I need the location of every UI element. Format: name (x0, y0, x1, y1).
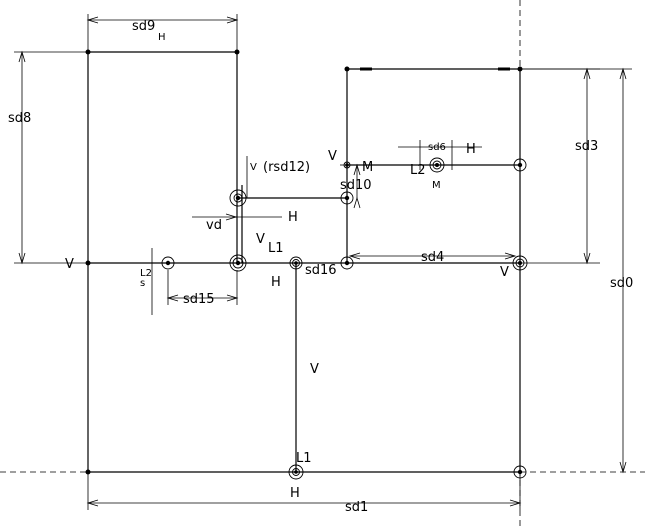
label-l2-right: L2 (410, 163, 426, 178)
marker-347-263 (340, 256, 354, 270)
label-m-bottom: M (432, 180, 441, 191)
marker-520-165 (513, 158, 527, 172)
label-sd9: sd9 (132, 19, 155, 34)
marker-296-472 (288, 464, 304, 480)
label-v-left: V (65, 257, 74, 272)
label-sd1: sd1 (345, 500, 368, 515)
label-sd8: sd8 (8, 111, 31, 126)
label-l1-bottom: L1 (296, 451, 312, 466)
sketch-geometry (87, 51, 521, 473)
label-vd: vd (206, 218, 222, 233)
label-v-right: V (500, 265, 509, 280)
marker-296-263 (289, 256, 303, 270)
label-h-bottom: H (290, 486, 300, 501)
label-sd9-sub: H (158, 32, 166, 43)
constraint-markers (158, 157, 528, 480)
label-m-top: M (362, 160, 373, 175)
label-sd0: sd0 (610, 276, 633, 291)
label-rsd12: (rsd12) (263, 160, 310, 175)
labels: sd9 H sd8 sd3 sd0 sd1 sd4 sd10 sd15 sd16… (8, 19, 633, 515)
label-v-small: V (328, 149, 337, 164)
label-v-l1: V (256, 232, 265, 247)
label-l2-left: L2 (140, 268, 152, 279)
label-h-small: H (288, 210, 298, 225)
label-sd4: sd4 (421, 250, 444, 265)
marker-347-198 (340, 191, 354, 205)
marker-437-165 (429, 157, 445, 173)
label-l1-mid: L1 (268, 241, 284, 256)
marker-238-263 (229, 254, 247, 272)
label-sd3: sd3 (575, 139, 598, 154)
label-sd16: sd16 (305, 263, 337, 278)
label-sd6: sd6 (428, 142, 446, 153)
label-sd15: sd15 (183, 292, 215, 307)
label-h-mid: H (271, 275, 281, 290)
sketch-vertices (85, 49, 523, 475)
label-s-left: s (140, 278, 145, 289)
label-v-top: V (250, 162, 257, 173)
label-sd10: sd10 (340, 178, 372, 193)
marker-238-198 (229, 189, 247, 207)
dimensions (14, 14, 632, 510)
label-v-mid: V (310, 362, 319, 377)
marker-168-263 (158, 256, 178, 270)
label-h-right: H (466, 142, 476, 157)
vertex-top-right-start (344, 66, 350, 72)
